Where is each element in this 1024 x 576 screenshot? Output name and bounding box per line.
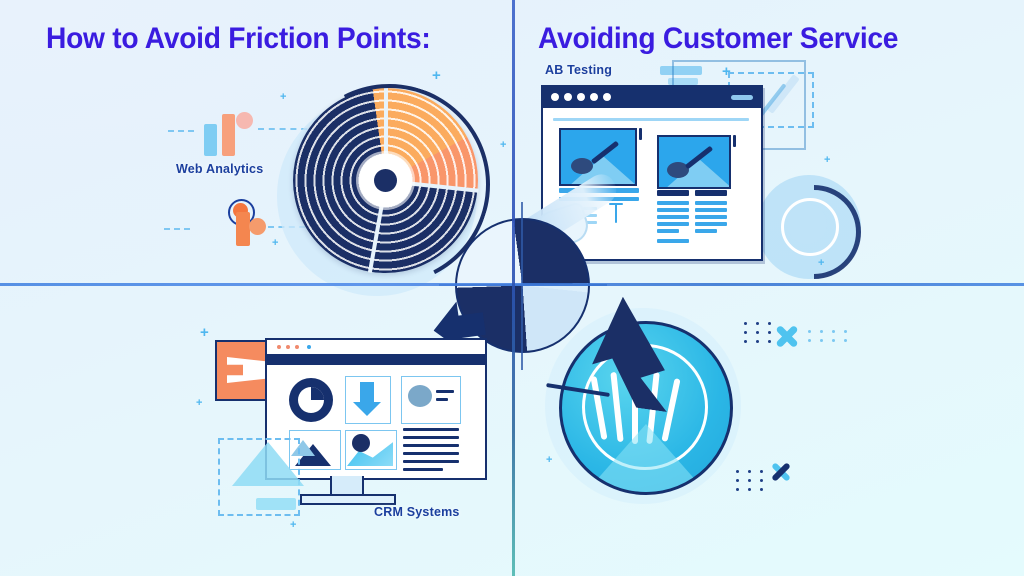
plus-icon-8: + — [546, 454, 553, 466]
circle-ribbon-3 — [632, 370, 638, 444]
variant-b-row-2a — [657, 208, 689, 212]
megaphone-icon — [227, 357, 269, 383]
cross-icon-1 — [774, 322, 800, 349]
avatar-icon — [408, 385, 432, 407]
pie-gap-1 — [384, 88, 388, 181]
dash-text-line-5 — [403, 460, 459, 463]
address-pill — [731, 95, 753, 100]
mini-bar-coral — [236, 212, 250, 246]
window-dot-4 — [590, 93, 598, 101]
bg-inner-dot-topright — [787, 204, 827, 244]
dash-text-line-6 — [403, 468, 443, 471]
bg-bar-bottomleft — [256, 498, 296, 510]
web-analytics-pie-chart — [262, 57, 517, 312]
dot-grid-2 — [736, 470, 776, 492]
variant-b-row-2b — [695, 208, 727, 212]
dashboard-nav-band — [267, 354, 485, 365]
cross-icon-2 — [770, 460, 792, 482]
download-arrow-head-icon — [353, 402, 381, 416]
contact-line-2 — [436, 398, 448, 401]
dashed-connector-4 — [164, 228, 190, 230]
title-right: Avoiding Customer Service — [538, 22, 899, 55]
mini-dot-pink — [236, 112, 253, 129]
center-crosshair-vertical — [521, 202, 523, 370]
window-dot-3 — [577, 93, 585, 101]
crm-dashboard-monitor[interactable] — [265, 338, 487, 480]
variant-b-row-1a — [657, 201, 689, 205]
dashboard-dot-2 — [286, 345, 290, 349]
bg-bar2-topright — [668, 78, 698, 85]
label-crm-systems: CRM Systems — [374, 505, 460, 519]
dash-text-line-3 — [403, 444, 459, 447]
window-dot-1 — [551, 93, 559, 101]
window-dot-2 — [564, 93, 572, 101]
dash-text-line-4 — [403, 452, 459, 455]
plus-icon-12: + — [290, 519, 297, 531]
variant-b-row-4a — [657, 222, 689, 226]
variant-b-row-6a — [657, 239, 689, 243]
variant-b-row-3b — [695, 215, 727, 219]
variant-b-row-5b — [695, 229, 717, 233]
plus-icon-2: + — [824, 154, 831, 166]
browser-top-rule — [553, 118, 749, 121]
variant-b-row-4b — [695, 222, 727, 226]
dot-grid-1 — [744, 322, 784, 344]
title-left: How to Avoid Friction Points: — [46, 22, 431, 55]
plus-icon-10: + — [200, 324, 209, 341]
download-arrow-icon — [360, 382, 374, 404]
bg-mountain-bottomleft — [232, 442, 304, 486]
dashboard-dot-3 — [295, 345, 299, 349]
pie-center-hub — [359, 154, 412, 207]
monitor-base — [300, 494, 396, 505]
variant-b-row-1b — [695, 201, 727, 205]
plus-icon-9: + — [196, 397, 203, 409]
variant-b-row-3a — [657, 215, 689, 219]
variant-b-head-1 — [657, 190, 689, 196]
label-ab-testing: AB Testing — [545, 63, 613, 77]
dashboard-dot-1 — [277, 345, 281, 349]
mini-bar-orange — [222, 114, 235, 156]
variant-b-corner — [733, 135, 736, 147]
dot-grid-3 — [808, 330, 860, 348]
variant-b-row-5a — [657, 229, 679, 233]
plus-icon-1: + — [722, 63, 731, 80]
bg-bar-topright — [660, 66, 702, 75]
contact-line-1 — [436, 390, 454, 393]
plus-icon-7: + — [500, 139, 507, 151]
variant-a-corner — [639, 128, 642, 140]
variant-b-image — [657, 135, 731, 189]
dash-text-line-1 — [403, 428, 459, 431]
variant-b-head-2 — [695, 190, 727, 196]
variant-a-divider — [615, 203, 617, 223]
label-web-analytics: Web Analytics — [176, 162, 264, 176]
window-dot-5 — [603, 93, 611, 101]
plus-icon-5: + — [280, 91, 287, 103]
area-chart-dot-icon — [352, 434, 370, 452]
blob-shape-a — [571, 158, 593, 174]
dashed-connector-1 — [258, 128, 318, 130]
vertical-divider — [512, 0, 515, 576]
variant-a-line-5 — [583, 221, 597, 224]
plus-icon-3: + — [818, 257, 825, 269]
plus-icon-4: + — [432, 67, 441, 84]
blob-shape-b — [667, 162, 689, 178]
variant-a-tick — [609, 203, 623, 205]
dashed-connector-3 — [168, 130, 194, 132]
plus-icon-6: + — [272, 237, 279, 249]
mini-dot-coral — [249, 218, 266, 235]
dashboard-dot-4 — [307, 345, 311, 349]
mini-bar-blue — [204, 124, 217, 156]
dash-text-line-2 — [403, 436, 459, 439]
bg-inner-ring-topright — [781, 198, 839, 256]
variant-a-line-4 — [583, 214, 597, 217]
browser-title-bar — [543, 87, 761, 108]
